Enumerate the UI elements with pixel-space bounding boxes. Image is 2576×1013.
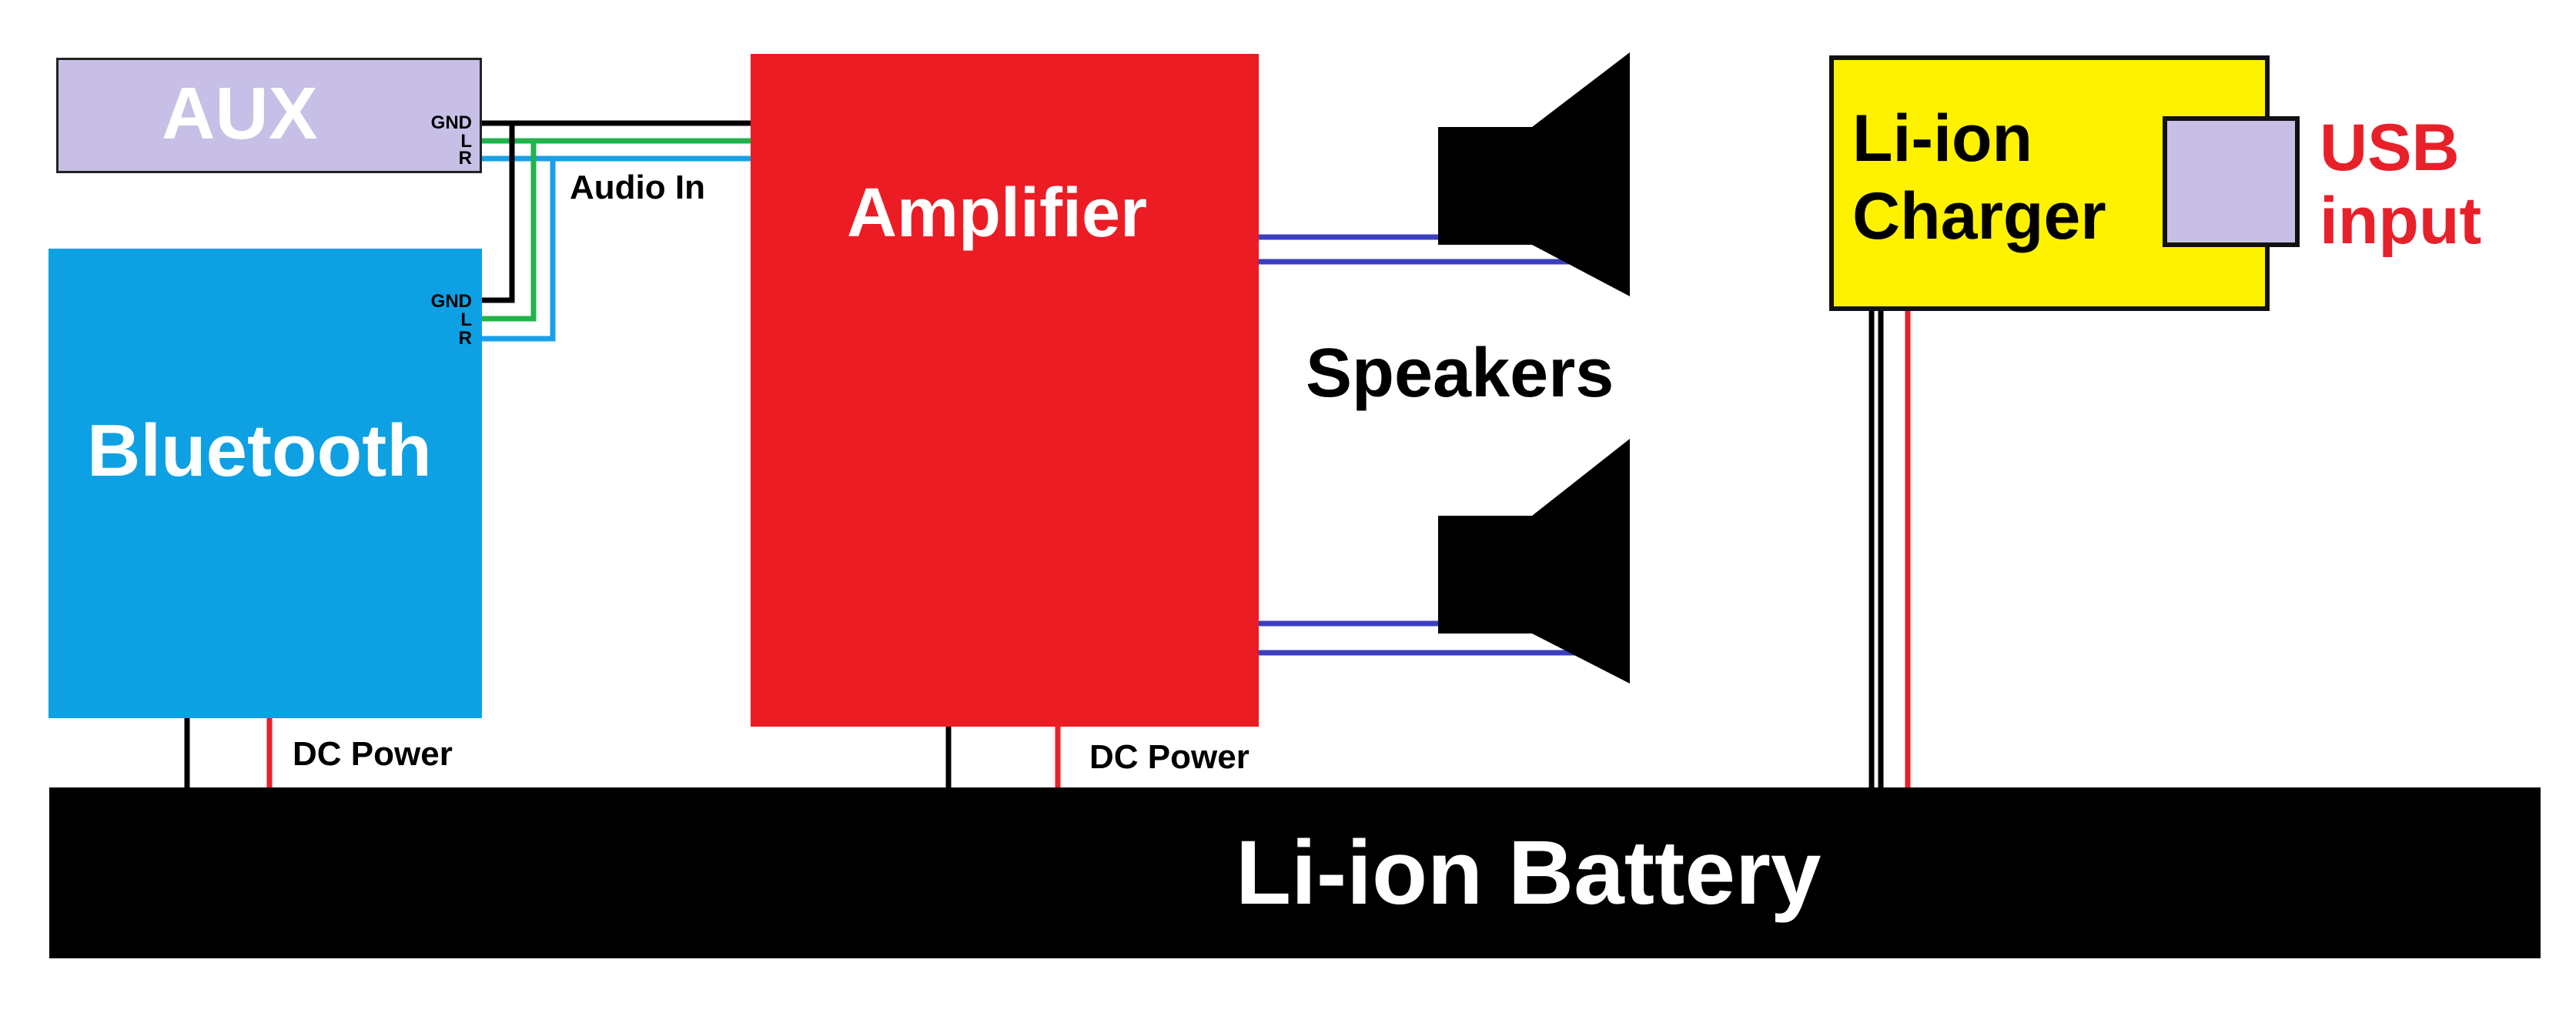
aux-input-module [56,58,482,173]
bluetooth-right-wire [482,159,556,342]
speaker-bottom-icon [1438,439,1630,684]
bluetooth-dc-power-label: DC Power [293,735,453,773]
aux-audio-wires [482,120,754,162]
bluetooth-left-wire [482,141,537,322]
bluetooth-pin-left: L [460,309,472,330]
charger-label-line-2: Charger [1852,179,2106,253]
charger-label: Li-ion Charger [1852,100,2106,255]
bluetooth-module [49,249,482,718]
amplifier-label: Amplifier [847,175,1148,252]
amplifier-module [751,54,1259,727]
usb-port [2163,116,2300,247]
charger-label-line-1: Li-ion [1852,102,2033,176]
aux-pin-left: L [460,131,472,152]
aux-pin-gnd: GND [430,112,472,133]
speaker-top-icon [1438,52,1630,296]
audio-in-label: Audio In [570,169,705,206]
bluetooth-pin-right: R [458,328,472,349]
power-wires [184,311,1911,801]
aux-pin-right: R [458,148,472,169]
battery-label: Li-ion Battery [1236,822,1822,924]
bluetooth-label: Bluetooth [87,410,432,492]
speakers-label: Speakers [1306,335,1614,412]
battery-module [49,787,2541,958]
usb-input-label: USB input [2320,112,2481,257]
usb-label-line-1: USB [2320,111,2460,185]
bluetooth-pin-gnd: GND [430,291,472,312]
aux-label: AUX [162,72,318,155]
bluetooth-audio-wires [482,123,556,342]
amplifier-dc-power-label: DC Power [1089,738,1250,776]
bluetooth-gnd-wire [482,123,515,303]
usb-label-line-2: input [2320,183,2482,258]
